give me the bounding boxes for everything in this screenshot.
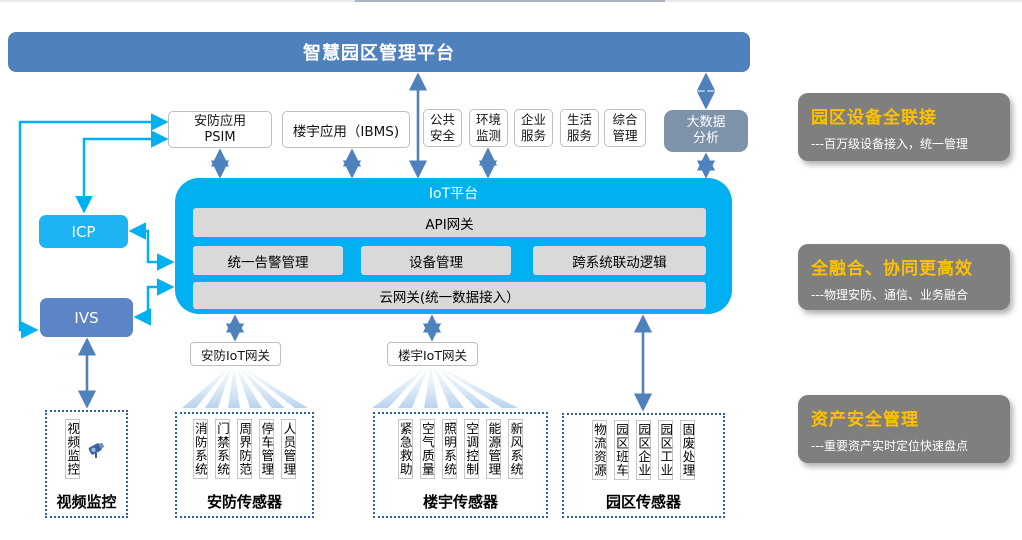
sensor-item: 停车管理 [259,419,275,479]
psim-app-box: 安防应用 PSIM [168,111,272,148]
sensor-item: 周界防范 [236,419,253,479]
panel-subtitle: ---重要资产实时定位快速盘点 [811,439,968,453]
sensor-item: 空气质量 [419,419,435,479]
sensor-item: 园区工业 [658,420,674,480]
sensor-item: 园区企业 [635,420,652,480]
panel-subtitle: ---物理安防、通信、业务融合 [811,288,968,302]
api-gateway-bar: API网关 [193,208,706,237]
feature-panel-fusion: 全融合、协同更高效 ---物理安防、通信、业务融合 [798,244,1010,310]
sensor-item: 门禁系统 [214,419,230,479]
device-management-module: 设备管理 [361,246,511,275]
panel-subtitle: ---百万级设备接入，统一管理 [811,137,968,151]
icp-label: ICP [71,222,96,241]
ivs-label: IVS [74,308,99,327]
camera-icon [88,442,105,458]
tab-line1: 公共 [429,112,455,128]
icp-node: ICP [39,215,128,248]
sensor-item: 紧急救助 [397,419,413,479]
video-surveillance-group: 视频监控 视频监控 [45,410,128,518]
service-tab-integrated: 综合 管理 [604,109,646,147]
ivs-node: IVS [40,298,133,337]
panel-title: 全融合、协同更高效 [811,259,973,279]
video-vertical-label: 视频监控 [64,419,81,479]
security-group-label: 安防传感器 [206,493,282,511]
bigdata-line2: 分析 [692,131,719,146]
building-group-label: 楼宇传感器 [422,493,498,511]
security-sensor-columns: 消防系统 门禁系统 周界防范 停车管理 人员管理 [192,419,297,479]
psim-label-line1: 安防应用 [193,113,246,129]
feature-panel-asset-security: 资产安全管理 ---重要资产实时定位快速盘点 [798,395,1010,463]
panel-title: 园区设备全联接 [811,108,937,128]
tab-line2: 服务 [566,128,592,143]
iot-platform-title: IoT平台 [428,186,479,202]
bigdata-line1: 大数据 [686,114,726,130]
tab-line1: 企业 [520,112,546,128]
iot-platform-container: IoT平台 API网关 统一告警管理 设备管理 跨系统联动逻辑 云网关(统一数据… [175,178,732,314]
tab-line1: 环境 [475,112,501,128]
tab-line1: 综合 [612,112,638,128]
service-tab-public-safety: 公共 安全 [423,109,462,147]
sensor-item: 固废处理 [680,420,696,480]
sensor-item: 能源管理 [486,419,502,479]
video-group-label: 视频监控 [56,493,117,511]
tab-line1: 生活 [566,112,592,128]
tab-line2: 监测 [475,128,501,143]
park-group-label: 园区传感器 [605,493,681,511]
panel-title: 资产安全管理 [811,410,919,430]
tab-line2: 安全 [429,128,455,143]
tab-line2: 管理 [612,128,638,143]
feature-panel-device-connect: 园区设备全联接 ---百万级设备接入，统一管理 [798,93,1010,161]
video-group-content: 视频监控 [64,419,108,479]
service-tab-enterprise: 企业 服务 [514,109,553,147]
sensor-item: 物流资源 [591,420,607,480]
tab-line2: 服务 [520,128,546,143]
sensor-item: 空调控制 [464,419,480,479]
sensor-item: 人员管理 [281,419,297,479]
sensor-item: 消防系统 [192,419,208,479]
security-gateway-label: 安防IoT网关 [201,347,270,363]
cloud-gateway-bar: 云网关(统一数据接入） [193,282,706,309]
security-iot-gateway-box: 安防IoT网关 [190,342,281,366]
top-divider-line-dark [355,0,665,2]
park-sensor-columns: 物流资源 园区班车 园区企业 园区工业 固废处理 [591,420,696,480]
service-tab-env-monitor: 环境 监测 [469,109,508,147]
security-sensors-group: 消防系统 门禁系统 周界防范 停车管理 人员管理 安防传感器 [175,412,314,518]
building-sensors-group: 紧急救助 空气质量 照明系统 空调控制 能源管理 新风系统 楼宇传感器 [373,412,548,518]
bigdata-analysis-box: 大数据 分析 [664,110,748,152]
gateway-fan-rays [182,366,518,408]
sensor-item: 园区班车 [613,420,629,480]
park-sensors-group: 物流资源 园区班车 园区企业 园区工业 固废处理 园区传感器 [562,413,725,518]
building-sensor-columns: 紧急救助 空气质量 照明系统 空调控制 能源管理 新风系统 [397,419,524,479]
platform-title-banner: 智慧园区管理平台 [8,32,750,72]
ibms-label: 楼宇应用（IBMS) [292,123,400,140]
building-gateway-label: 楼宇IoT网关 [398,347,467,363]
building-iot-gateway-box: 楼宇IoT网关 [387,342,478,366]
alarm-management-module: 统一告警管理 [193,246,343,275]
cross-system-linkage-module: 跨系统联动逻辑 [533,246,706,275]
ibms-app-box: 楼宇应用（IBMS) [282,111,410,148]
service-tab-life: 生活 服务 [560,109,599,147]
psim-label-line2: PSIM [204,129,236,145]
sensor-item: 照明系统 [441,419,457,479]
sensor-item: 新风系统 [508,419,524,479]
page-title: 智慧园区管理平台 [303,43,455,64]
